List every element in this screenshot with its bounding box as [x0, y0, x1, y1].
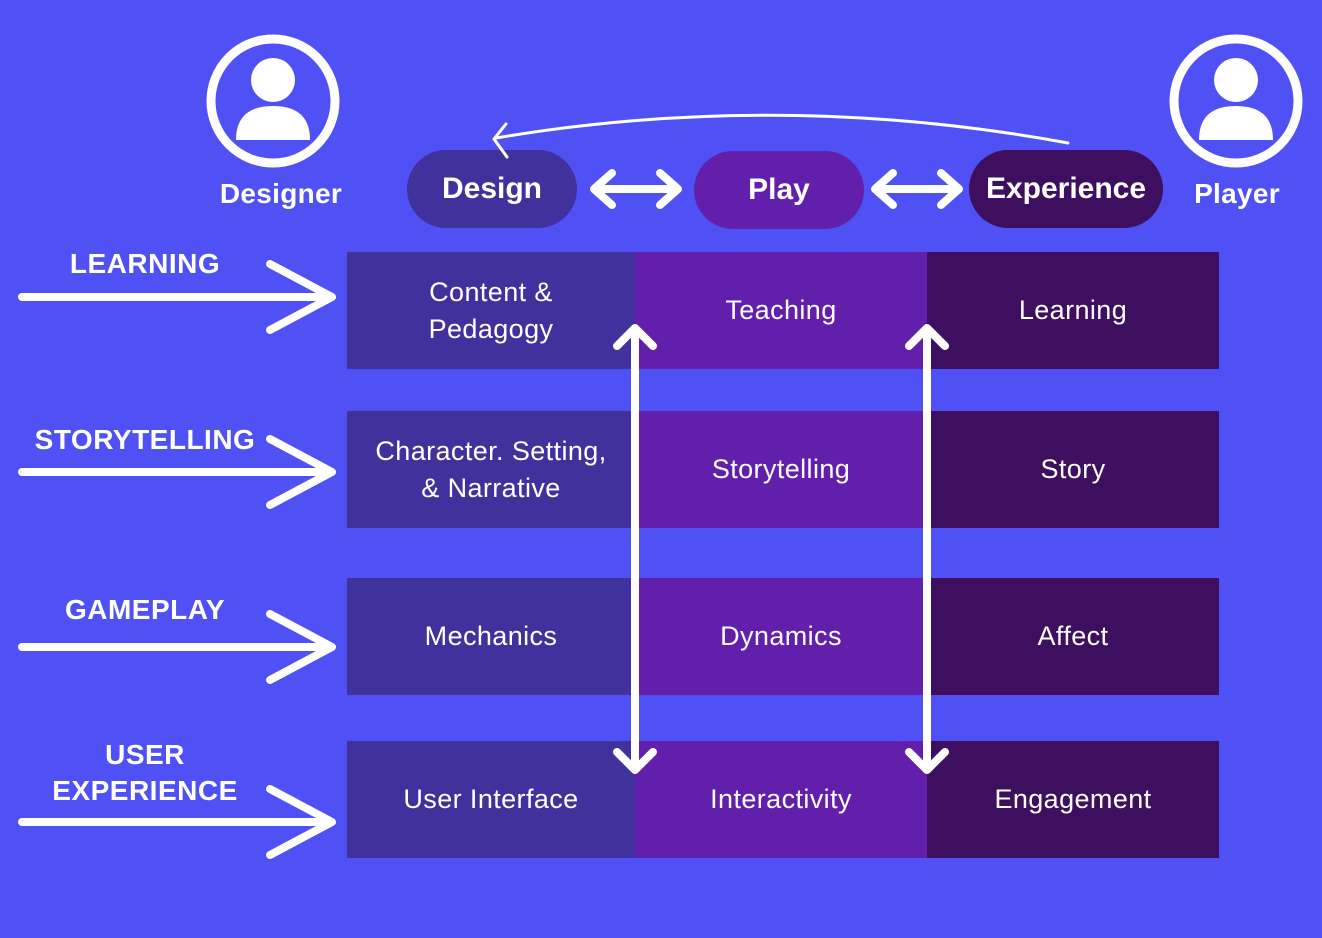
cell-interactivity: Interactivity	[635, 741, 927, 858]
cell-affect: Affect	[927, 578, 1219, 695]
cell-character-setting-narrative: Character. Setting, & Narrative	[347, 411, 635, 528]
cell-user-interface: User Interface	[347, 741, 635, 858]
feedback-curve-arrow-icon	[494, 113, 1070, 145]
row-label-gameplay: GAMEPLAY	[64, 594, 226, 625]
row-label-user-experience: USER EXPERIENCE	[52, 739, 238, 806]
vertical-double-arrow-right-icon	[905, 324, 949, 774]
designer-label: Designer	[219, 178, 343, 209]
cell-story: Story	[927, 411, 1219, 528]
cell-storytelling: Storytelling	[635, 411, 927, 528]
row-label-storytelling: STORYTELLING	[34, 424, 256, 455]
cell-engagement: Engagement	[927, 741, 1219, 858]
cell-mechanics: Mechanics	[347, 578, 635, 695]
cell-teaching: Teaching	[635, 252, 927, 369]
cell-dynamics: Dynamics	[635, 578, 927, 695]
design-pill: Design	[407, 150, 577, 228]
cell-learning: Learning	[927, 252, 1219, 369]
experience-pill: Experience	[969, 150, 1163, 228]
vertical-double-arrow-left-icon	[613, 324, 657, 774]
row-label-learning: LEARNING	[69, 248, 221, 279]
cell-content-pedagogy: Content & Pedagogy	[347, 252, 635, 369]
play-experience-double-arrow-icon	[871, 169, 963, 209]
player-avatar-icon	[1169, 34, 1303, 168]
play-pill: Play	[694, 151, 864, 229]
player-label: Player	[1194, 178, 1280, 209]
designer-avatar-icon	[206, 34, 340, 168]
design-play-double-arrow-icon	[590, 169, 682, 209]
